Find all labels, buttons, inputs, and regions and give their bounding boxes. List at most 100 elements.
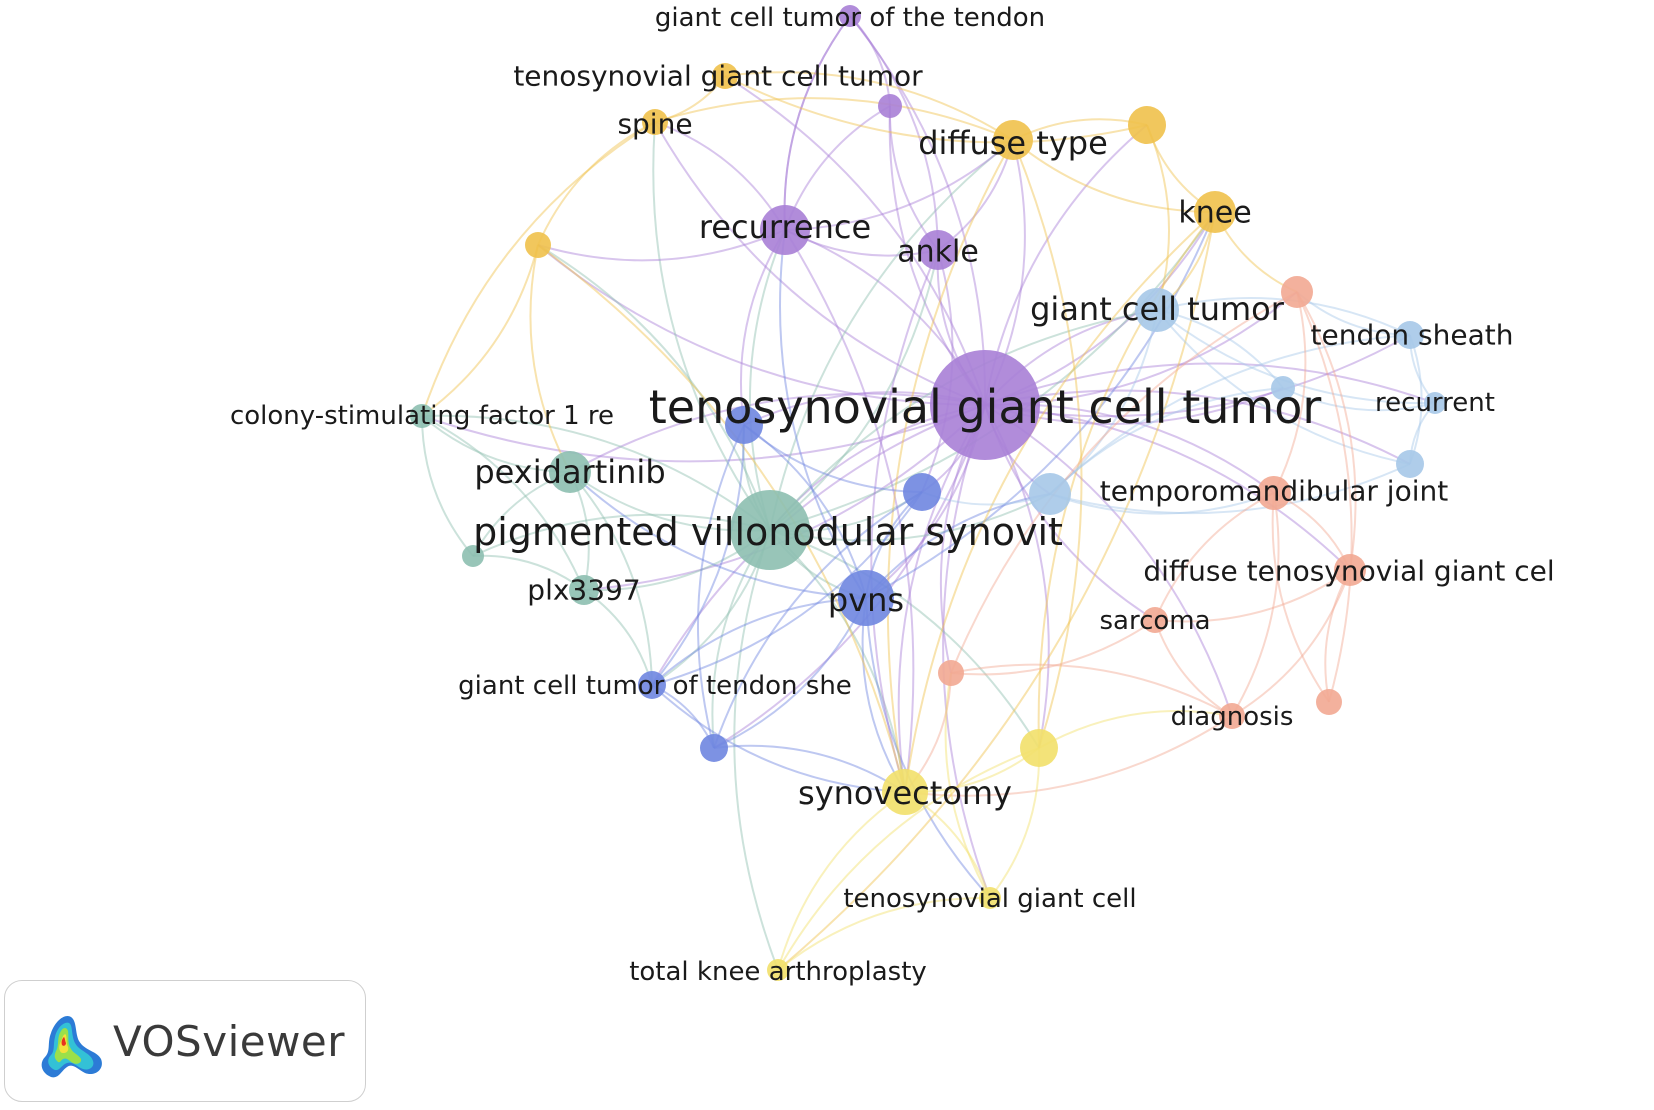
edge-csf1r-plx3397 [421, 415, 585, 591]
node-diagnosis[interactable] [1219, 703, 1245, 729]
node-lb_main[interactable] [1029, 473, 1071, 515]
edge-pvns-tgc_yellow [865, 597, 991, 899]
node-purple_small[interactable] [878, 94, 902, 118]
node-orange_left[interactable] [525, 232, 551, 258]
node-tgct[interactable] [930, 350, 1040, 460]
edge-tendon_sheath-lb_main [1049, 334, 1411, 495]
node-blue_c[interactable] [700, 734, 728, 762]
edge-recurrence-blue_a [739, 229, 786, 426]
node-tgc_yellow[interactable] [979, 887, 1001, 909]
edge-recurrence-diffuse_type [784, 139, 1014, 231]
node-csf1r[interactable] [410, 404, 434, 428]
node-tka[interactable] [767, 959, 789, 981]
node-salmon_top[interactable] [1281, 276, 1313, 308]
edge-tgct-pexidartinib [569, 392, 986, 473]
edge-recurrence-gct_tendon [783, 15, 851, 231]
node-spine[interactable] [642, 109, 668, 135]
edge-orange_left-csf1r [421, 244, 539, 417]
node-blue_a[interactable] [725, 406, 763, 444]
edge-diffuse_tgct-sarcoma [1154, 569, 1351, 623]
edge-synovectomy-tka [777, 791, 906, 971]
edge-diffuse_type-yellow_a [1012, 139, 1083, 749]
edge-tgct2-diffuse_type [724, 71, 1014, 141]
node-pvns[interactable] [838, 570, 894, 626]
node-label-knee: knee [1178, 196, 1251, 231]
node-synovectomy[interactable] [882, 769, 928, 815]
edge-pvns_full-orange_left [537, 244, 771, 531]
edge-sarcoma-salmon_mid [950, 619, 1156, 676]
edge-salmon_top-diffuse_tgct [1296, 291, 1357, 571]
node-ankle[interactable] [918, 230, 958, 270]
node-tmj[interactable] [1257, 476, 1291, 510]
edge-blue_a-blue_c [696, 424, 745, 749]
node-salmon_mid[interactable] [938, 660, 964, 686]
node-diffuse_type[interactable] [993, 120, 1033, 160]
node-label-recurrent: recurrent [1375, 388, 1495, 418]
node-tendon_sheath[interactable] [1396, 321, 1424, 349]
edge-diffuse_tgct-salmon_right [1324, 569, 1351, 703]
edge-spine-orange_left [537, 121, 656, 246]
node-blue_b[interactable] [903, 473, 941, 511]
edge-tgc_yellow-tka [777, 896, 991, 971]
node-recurrence[interactable] [760, 205, 810, 255]
node-lb_mid[interactable] [1271, 376, 1295, 400]
node-plx3397[interactable] [569, 575, 599, 605]
edge-gct_tendon-recurrence [783, 15, 851, 231]
edge-spine-diffuse_type [654, 97, 1014, 141]
edge-blue_b-blue_c [713, 491, 923, 749]
edge-salmon_top-salmon_mid [950, 291, 1298, 674]
node-salmon_right[interactable] [1316, 689, 1342, 715]
edge-yellow_a-tka [777, 747, 1040, 971]
edge-tgct-spine [654, 121, 986, 406]
node-label-gct_ts: giant cell tumor of tendon she [458, 671, 852, 701]
node-gct[interactable] [1135, 288, 1179, 332]
edge-salmon_right-salmon_top [1296, 291, 1353, 703]
nodes-layer [410, 5, 1446, 981]
node-label-ankle: ankle [897, 235, 979, 270]
node-label-pvns: pvns [828, 581, 904, 619]
edge-pvns_full-teal_small [472, 513, 771, 557]
node-recurrent[interactable] [1424, 392, 1446, 414]
edge-knee-tka [777, 211, 1216, 971]
edge-yellow_a-diagnosis [1038, 709, 1233, 749]
node-gct_tendon[interactable] [839, 5, 861, 27]
edge-diagnosis-salmon_mid [950, 663, 1233, 717]
edge-pvns-pexidartinib [569, 471, 867, 599]
node-label-csf1r: colony-stimulating factor 1 re [230, 401, 614, 431]
node-label-tgct2: tenosynovial giant cell tumor [513, 60, 923, 93]
node-knee[interactable] [1194, 191, 1236, 233]
edge-pvns-gct_ts [651, 597, 867, 686]
node-lb_right[interactable] [1396, 450, 1424, 478]
node-label-spine: spine [617, 108, 692, 141]
node-yellow_a[interactable] [1020, 729, 1058, 767]
edge-gct_ts-synovectomy [651, 684, 906, 793]
node-gct_ts[interactable] [638, 671, 666, 699]
edge-gct-lb_main [1049, 309, 1158, 495]
node-label-diffuse_tgct: diffuse tenosynovial giant cel [1143, 555, 1554, 588]
node-label-gct_tendon: giant cell tumor of the tendon [655, 3, 1045, 33]
node-orange_top[interactable] [1128, 106, 1166, 144]
edge-tgct-recurrent [984, 362, 1436, 406]
node-label-pvns_full: pigmented villonodular synovit [473, 510, 1063, 554]
edge-tgct-orange_left [537, 244, 986, 407]
node-pvns_full[interactable] [730, 490, 810, 570]
edge-knee-synovectomy [904, 211, 1216, 793]
edge-yellow_a-tgc_yellow [989, 747, 1041, 899]
edge-recurrent-lb_mid [1282, 387, 1436, 412]
edge-tgct-diagnosis [984, 404, 1233, 717]
edge-blue_c-synovectomy [713, 744, 906, 793]
node-label-pexidartinib: pexidartinib [474, 453, 665, 491]
node-tgct2[interactable] [712, 63, 738, 89]
edge-gct-lb_right [1156, 309, 1411, 465]
node-pexidartinib[interactable] [549, 451, 591, 493]
node-teal_small[interactable] [462, 545, 484, 567]
edge-tmj-salmon_top [1273, 291, 1307, 494]
edge-recurrence-orange_left [537, 229, 786, 262]
vosviewer-density-icon [41, 1015, 102, 1078]
edge-lb_right-lb_main [1049, 463, 1411, 515]
edge-diffuse_type-knee [1012, 139, 1216, 214]
edge-tgct-csf1r [421, 404, 986, 463]
node-diffuse_tgct[interactable] [1334, 554, 1366, 586]
node-sarcoma[interactable] [1142, 607, 1168, 633]
